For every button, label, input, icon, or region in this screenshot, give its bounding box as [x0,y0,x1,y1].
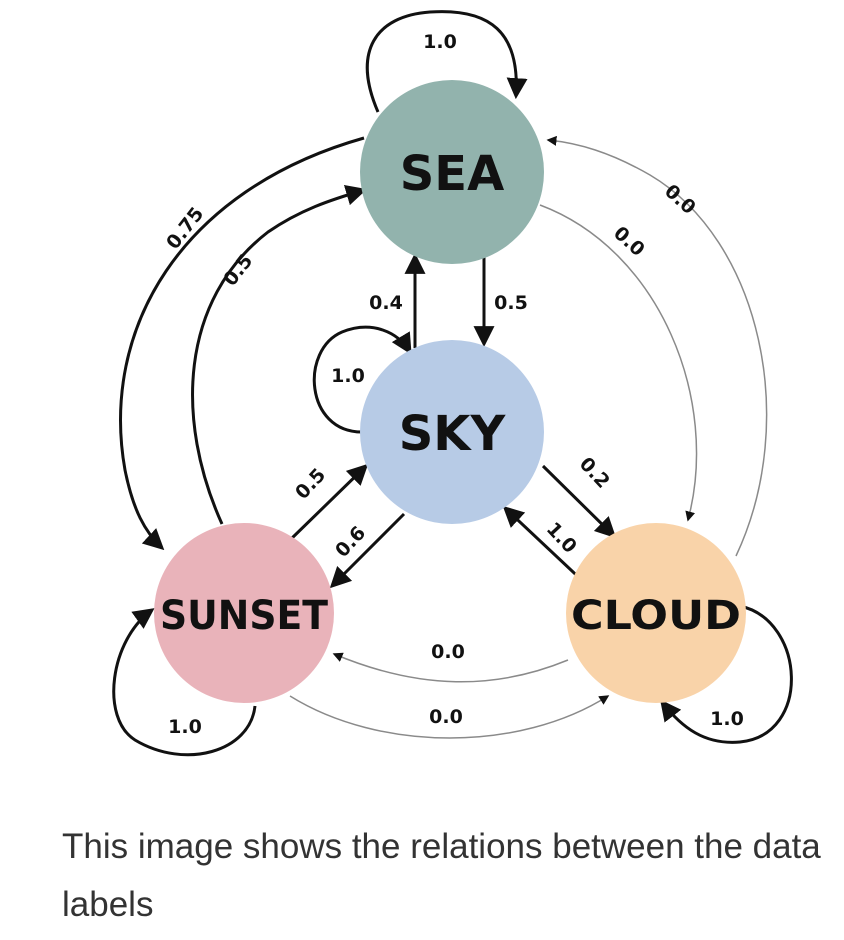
node-cloud-label: CLOUD [571,593,741,639]
label-sky-cloud: 0.2 [575,453,614,493]
diagram-caption: This image shows the relations between t… [62,827,821,924]
label-cloud-sky: 1.0 [542,518,581,558]
edge-cloud-sunset [332,652,569,683]
label-sunset-sky: 0.5 [291,464,330,504]
node-cloud: CLOUD [566,523,746,703]
node-sky-label: SKY [399,406,507,462]
node-sunset-circle [154,523,334,703]
node-sky: SKY [360,340,544,524]
node-sky-circle [360,340,544,524]
edge-sky-sunset [329,512,406,589]
edge-sunset-sky [288,463,369,542]
edge-cloud-sky [502,505,590,588]
markov-diagram: SEA SKY SUNSET CLOUD 1.0 0.75 0.5 0.0 0.… [112,10,793,757]
label-sea-sea: 1.0 [423,31,457,53]
node-sea-circle [360,80,544,264]
edge-sky-cloud [541,464,617,539]
edge-sea-cloud [539,204,698,522]
edge-cloud-sea [546,135,768,557]
node-sea: SEA [360,80,544,264]
label-sunset-cloud: 0.0 [429,706,463,728]
node-sea-label: SEA [400,146,505,202]
edge-sea-sea [365,10,528,113]
node-cloud-circle [566,523,746,703]
label-sunset-sunset: 1.0 [168,716,202,738]
node-sunset: SUNSET [154,523,334,703]
edge-sky-sky [312,325,412,434]
label-sunset-sea: 0.5 [219,250,257,290]
label-sea-sky: 0.5 [494,292,528,314]
label-sea-cloud: 0.0 [609,222,649,261]
edge-cloud-cloud [660,604,793,744]
edge-sunset-sunset [112,608,257,757]
edge-sea-sunset [119,136,365,551]
node-sunset-label: SUNSET [160,593,329,639]
label-sky-sky: 1.0 [331,365,365,387]
label-cloud-sunset: 0.0 [431,641,465,663]
edge-sunset-sea [191,184,368,525]
label-cloud-cloud: 1.0 [710,708,744,730]
label-sky-sea: 0.4 [369,292,403,314]
edge-sunset-cloud [289,695,610,739]
